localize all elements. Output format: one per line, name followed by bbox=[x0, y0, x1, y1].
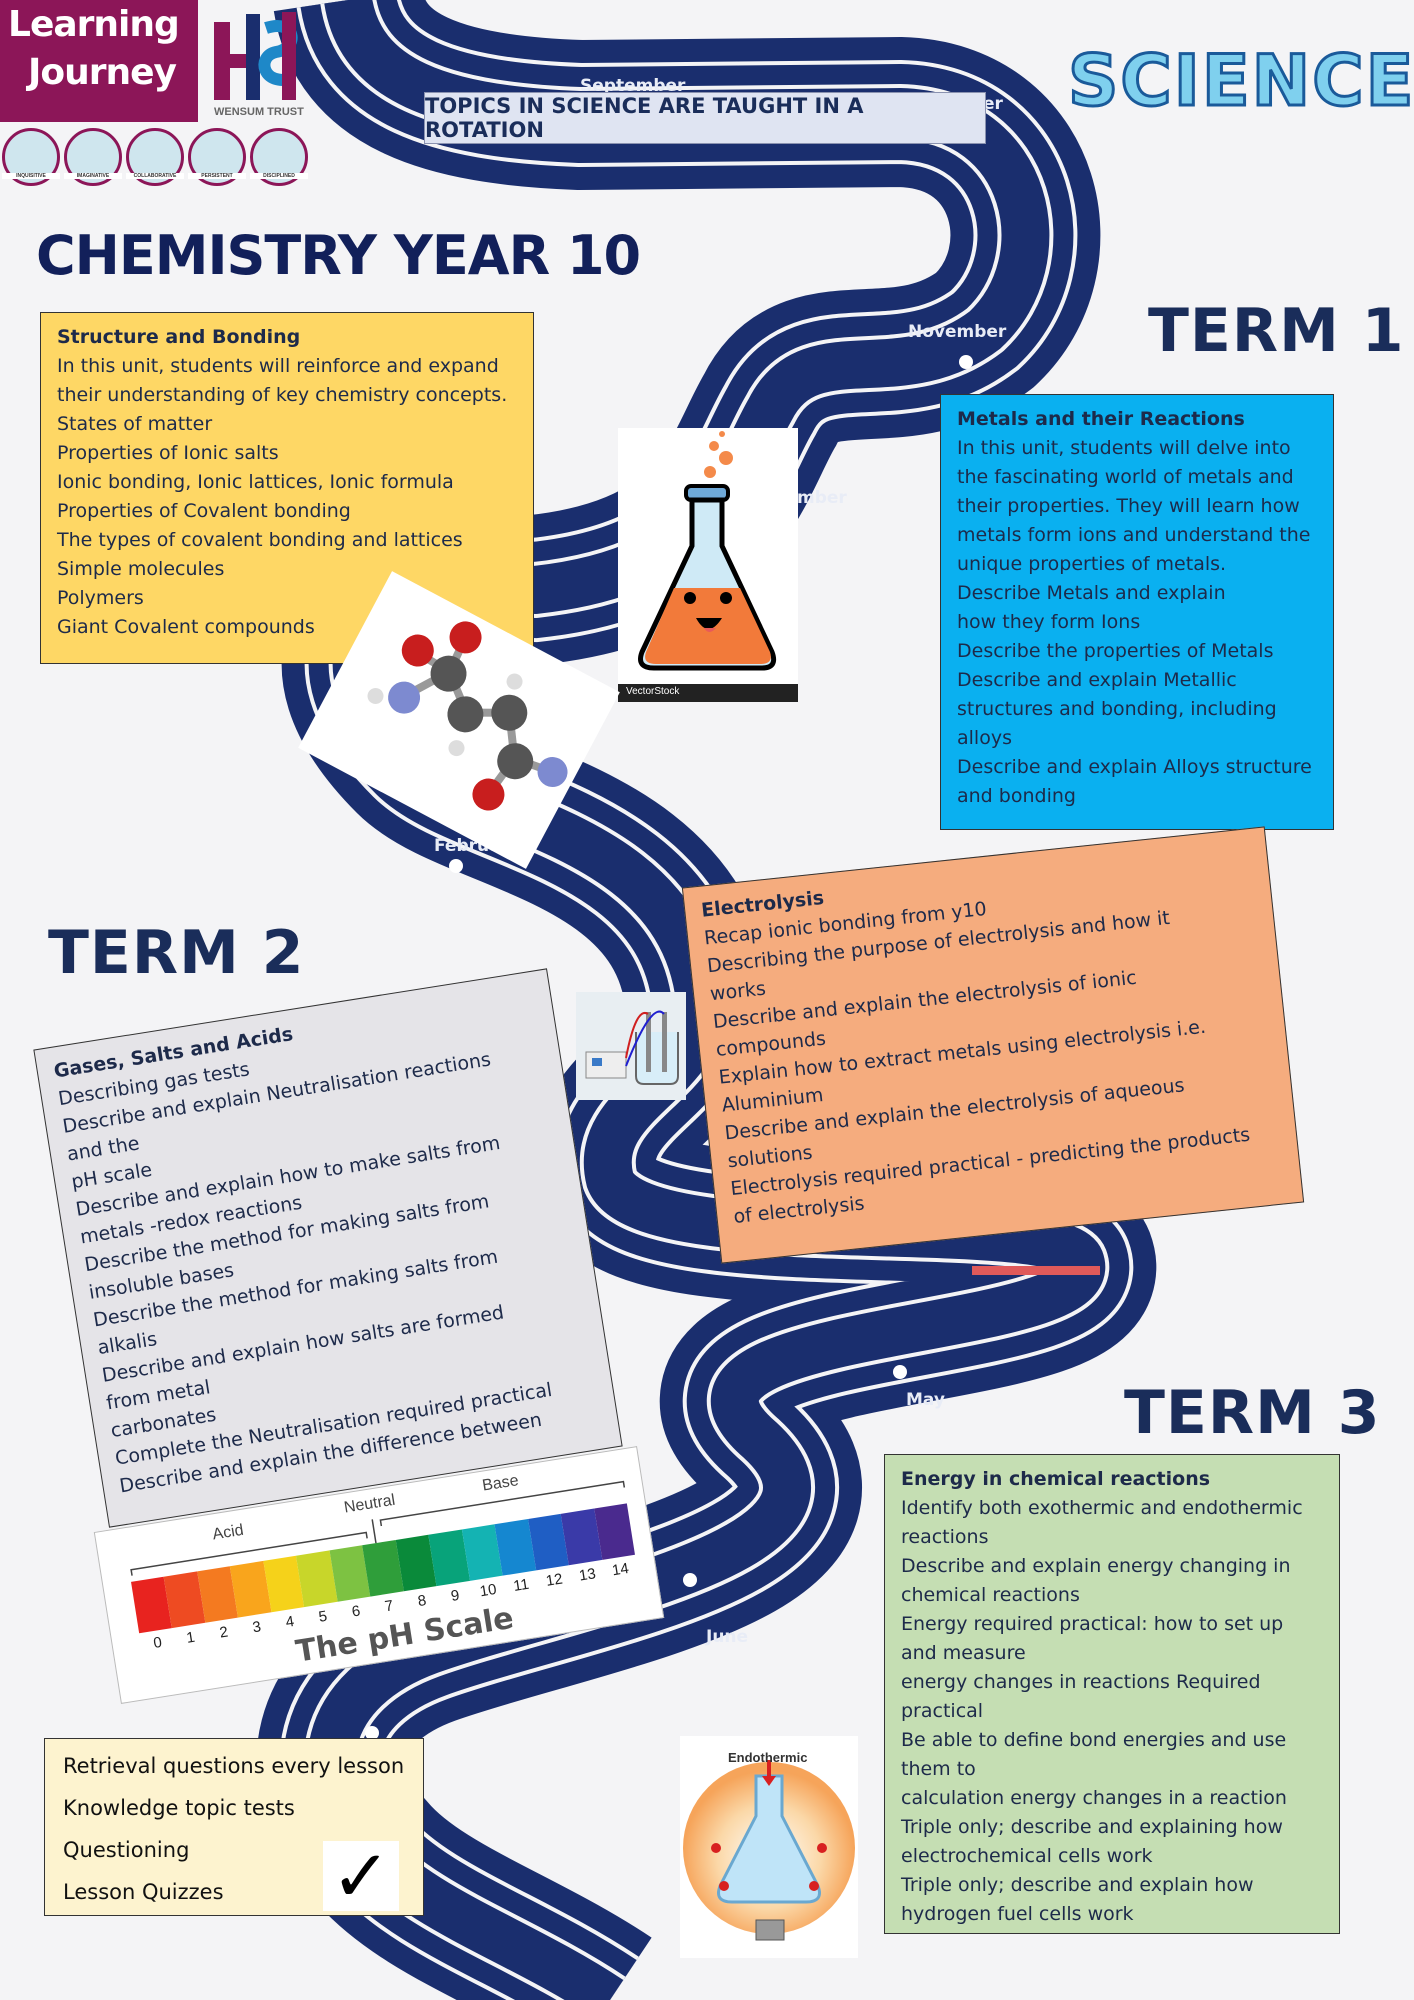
endothermic-flask-icon bbox=[683, 1760, 855, 1941]
value-badge-label: INQUISITIVE bbox=[2, 173, 60, 179]
card-line: States of matter bbox=[57, 413, 213, 435]
card-line: hydrogen fuel cells work bbox=[901, 1903, 1134, 1925]
gases-salts-acids-card: Gases, Salts and Acids Describing gas te… bbox=[33, 968, 623, 1528]
card-line: Triple only; describe and explaining how bbox=[901, 1816, 1283, 1838]
assessment-item: Questioning bbox=[63, 1838, 190, 1862]
value-badge-label: IMAGINATIVE bbox=[64, 173, 122, 179]
card-line: Describe and explain energy changing in bbox=[901, 1555, 1291, 1577]
month-may: May bbox=[906, 1390, 945, 1410]
value-badge: INQUISITIVE bbox=[2, 128, 60, 186]
card-line: Polymers bbox=[57, 587, 144, 609]
card-line: structures and bonding, including bbox=[957, 698, 1277, 720]
science-logo: SCIENCE bbox=[1067, 36, 1414, 126]
card-line: Ionic bonding, Ionic lattices, Ionic for… bbox=[57, 471, 454, 493]
wensum-trust-logo-icon bbox=[214, 12, 298, 100]
structure-bonding-title: Structure and Bonding bbox=[57, 326, 301, 348]
value-badge-label: COLLABORATIVE bbox=[126, 173, 184, 179]
molecule-model-icon bbox=[367, 621, 568, 811]
value-badge: COLLABORATIVE bbox=[126, 128, 184, 186]
card-line: the fascinating world of metals and bbox=[957, 466, 1294, 488]
rotation-banner: TOPICS IN SCIENCE ARE TAUGHT IN A ROTATI… bbox=[424, 92, 986, 144]
energy-reactions-title: Energy in chemical reactions bbox=[901, 1468, 1211, 1490]
card-line: Describe the properties of Metals bbox=[957, 640, 1274, 662]
electrolysis-card: Electrolysis Recap ionic bonding from y1… bbox=[681, 826, 1305, 1264]
endothermic-illustration: Endothermic bbox=[680, 1736, 858, 1958]
card-line: In this unit, students will delve into bbox=[957, 437, 1291, 459]
month-november: November bbox=[908, 322, 1007, 342]
card-line: Properties of Covalent bonding bbox=[57, 500, 351, 522]
card-line: how they form Ions bbox=[957, 611, 1141, 633]
card-line: their properties. They will learn how bbox=[957, 495, 1300, 517]
card-line: Describe Metals and explain bbox=[957, 582, 1226, 604]
card-line: unique properties of metals. bbox=[957, 553, 1227, 575]
card-line: reactions bbox=[901, 1526, 989, 1548]
assessment-item: Knowledge topic tests bbox=[63, 1796, 295, 1820]
card-line: Describe and explain Alloys structure bbox=[957, 756, 1312, 778]
checkmark-icon: ✓ bbox=[323, 1840, 399, 1912]
science-word: SCIENCE bbox=[1067, 39, 1414, 124]
card-line: electrochemical cells work bbox=[901, 1845, 1153, 1867]
page-title: CHEMISTRY YEAR 10 bbox=[36, 224, 641, 287]
month-june: June bbox=[706, 1627, 749, 1647]
card-line: Simple molecules bbox=[57, 558, 225, 580]
school-values-badges: INQUISITIVE IMAGINATIVE COLLABORATIVE PERSI… bbox=[2, 128, 312, 188]
smiling-flask-icon bbox=[618, 431, 798, 702]
flask-illustration: VectorStock bbox=[618, 428, 798, 702]
energy-reactions-card: Energy in chemical reactions Identify bo… bbox=[884, 1454, 1340, 1934]
value-badge-label: DISCIPLINED bbox=[250, 173, 308, 179]
card-line: Identify both exothermic and endothermic bbox=[901, 1497, 1303, 1519]
learning-journey-logo: Learning Journey bbox=[0, 0, 198, 122]
card-line: Giant Covalent compounds bbox=[57, 616, 315, 638]
card-line: Be able to define bond energies and use bbox=[901, 1729, 1287, 1751]
metals-reactions-list: In this unit, students will delve into th… bbox=[957, 434, 1317, 811]
card-line: their understanding of key chemistry con… bbox=[57, 384, 508, 406]
card-line: calculation energy changes in a reaction bbox=[901, 1787, 1287, 1809]
flask-caption: VectorStock bbox=[626, 686, 680, 697]
month-december-partial: mber bbox=[797, 488, 847, 508]
structure-bonding-list: In this unit, students will reinforce an… bbox=[57, 352, 517, 642]
value-badge-label: PERSISTENT bbox=[188, 173, 246, 179]
metals-reactions-title: Metals and their Reactions bbox=[957, 408, 1245, 430]
term-2-heading: TERM 2 bbox=[48, 918, 305, 988]
month-september: September bbox=[580, 76, 686, 96]
card-line: alloys bbox=[957, 727, 1012, 749]
value-badge: PERSISTENT bbox=[188, 128, 246, 186]
card-line: In this unit, students will reinforce an… bbox=[57, 355, 499, 377]
value-badge: IMAGINATIVE bbox=[64, 128, 122, 186]
electrolysis-apparatus-photo bbox=[576, 992, 686, 1100]
card-line: them to bbox=[901, 1758, 976, 1780]
card-line: chemical reactions bbox=[901, 1584, 1080, 1606]
ph-scale-brackets bbox=[130, 1480, 626, 1576]
logo-line1: Learning bbox=[8, 4, 180, 45]
endothermic-label: Endothermic bbox=[728, 1750, 808, 1765]
wensum-trust-label: WENSUM TRUST bbox=[214, 106, 304, 118]
card-line: practical bbox=[901, 1700, 984, 1722]
energy-reactions-list: Identify both exothermic and endothermic… bbox=[901, 1494, 1323, 1929]
logo-line2: Journey bbox=[28, 52, 177, 93]
metals-reactions-card: Metals and their Reactions In this unit,… bbox=[940, 394, 1334, 830]
card-line: The types of covalent bonding and lattic… bbox=[57, 529, 463, 551]
term-3-heading: TERM 3 bbox=[1124, 1378, 1381, 1448]
term-1-heading: TERM 1 bbox=[1148, 296, 1405, 366]
assessment-item: Retrieval questions every lesson bbox=[63, 1754, 405, 1778]
month-october-partial: er bbox=[983, 94, 1003, 114]
card-line: Energy required practical: how to set up bbox=[901, 1613, 1284, 1635]
card-line: Describe and explain Metallic bbox=[957, 669, 1237, 691]
card-line: energy changes in reactions Required bbox=[901, 1671, 1261, 1693]
card-line: and measure bbox=[901, 1642, 1026, 1664]
card-line: and bonding bbox=[957, 785, 1076, 807]
card-line: metals form ions and understand the bbox=[957, 524, 1311, 546]
electrolysis-cell-icon bbox=[585, 1010, 679, 1085]
value-badge: DISCIPLINED bbox=[250, 128, 308, 186]
card-line: Triple only; describe and explain how bbox=[901, 1874, 1254, 1896]
molecule-illustration bbox=[298, 571, 620, 869]
card-line: Properties of Ionic salts bbox=[57, 442, 279, 464]
assessment-item: Lesson Quizzes bbox=[63, 1880, 224, 1904]
